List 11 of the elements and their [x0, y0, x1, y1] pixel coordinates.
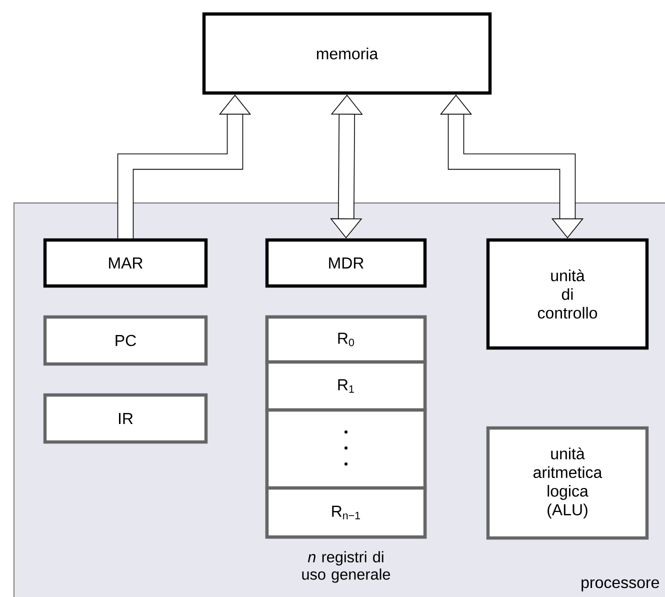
register-box: PC	[43, 315, 208, 366]
register-caption: n registri di uso generale	[302, 551, 390, 583]
unit-box: memoria	[202, 12, 492, 95]
register-cell: R$_{1}$	[265, 360, 427, 412]
register-cell: R$_{0}$	[265, 315, 427, 364]
register-box: IR	[43, 393, 208, 444]
bus-arrow	[440, 94, 584, 238]
register-cell: R$_{n−1}$	[265, 486, 427, 539]
unit-box: MAR	[43, 238, 208, 288]
register-box: unità aritmetica logica (ALU)	[486, 426, 649, 540]
unit-box: unità di controllo	[486, 238, 649, 350]
